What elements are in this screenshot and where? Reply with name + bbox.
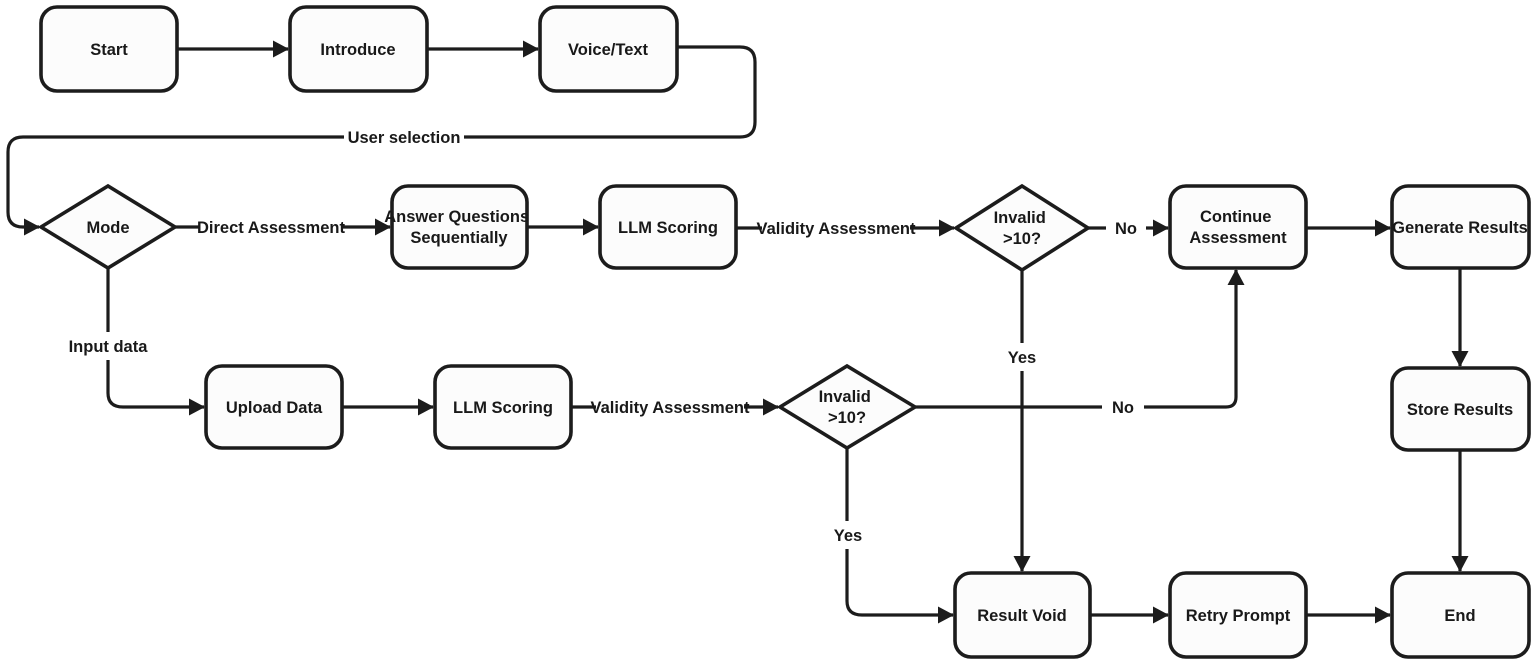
invalid-bottom-line2: >10? <box>828 409 866 427</box>
edge-label-text: No <box>1115 220 1137 238</box>
edge-invalid-bottom-resultvoid <box>845 448 954 624</box>
node-generate-results: Generate Results <box>1390 184 1531 270</box>
continue-assessment-box <box>1168 184 1308 270</box>
node-invalid-decision-top: Invalid >10? <box>952 183 1092 273</box>
edge-label-input-data: Input data <box>69 332 149 360</box>
result-void-box <box>953 571 1092 659</box>
end-box <box>1390 571 1531 659</box>
node-result-void: Result Void <box>953 571 1092 659</box>
node-store-results: Store Results <box>1390 366 1531 452</box>
answer-questions-box <box>390 184 529 270</box>
continue-assessment-line2: Assessment <box>1189 229 1287 247</box>
introduce-label: Introduce <box>320 41 395 59</box>
label-background <box>596 393 744 421</box>
retry-prompt-label: Retry Prompt <box>1186 607 1291 625</box>
invalid-top-label: Invalid >10? <box>994 204 1051 248</box>
voice-text-box <box>538 5 679 93</box>
label-background <box>344 123 464 151</box>
answer-questions-line1: Answer Questions <box>384 208 529 226</box>
store-results-label: Store Results <box>1407 401 1513 419</box>
generate-results-label: Generate Results <box>1392 219 1528 237</box>
edge-label-validity-assessment-bottom: Validity Assessment <box>591 393 750 421</box>
answer-questions-label: Answer Questions Sequentially <box>384 203 533 247</box>
node-end: End <box>1390 571 1531 659</box>
continue-assessment-line1: Continue <box>1200 208 1272 226</box>
edge-label-text: Yes <box>834 527 862 545</box>
edge-label-text: Yes <box>1008 349 1036 367</box>
result-void-label: Result Void <box>977 607 1067 625</box>
edge-label-text: User selection <box>348 129 461 147</box>
invalid-top-line2: >10? <box>1003 230 1041 248</box>
edge-label-user-selection: User selection <box>344 123 464 151</box>
edge-label-yes-bottom: Yes <box>829 521 867 549</box>
node-upload-data: Upload Data <box>204 364 344 450</box>
label-background <box>1106 214 1146 242</box>
llm-scoring-top-box <box>598 184 738 270</box>
edge-label-text: Validity Assessment <box>757 220 916 238</box>
llm-scoring-bottom-label: LLM Scoring <box>453 399 553 417</box>
start-box <box>39 5 179 93</box>
node-introduce: Introduce <box>288 5 429 93</box>
edge-label-yes-top: Yes <box>1003 343 1041 371</box>
end-label: End <box>1444 607 1475 625</box>
edge-labels: User selection Direct Assessment Validit… <box>69 123 1146 549</box>
node-answer-questions: Answer Questions Sequentially <box>384 184 533 270</box>
node-continue-assessment: Continue Assessment <box>1168 184 1308 270</box>
retry-prompt-box <box>1168 571 1308 659</box>
invalid-top-line1: Invalid <box>994 209 1046 227</box>
edge-label-text: Validity Assessment <box>591 399 750 417</box>
upload-data-label: Upload Data <box>226 399 323 417</box>
invalid-bottom-diamond <box>776 363 919 451</box>
answer-questions-line2: Sequentially <box>410 229 508 247</box>
generate-results-box <box>1390 184 1531 270</box>
edge-label-no-bottom: No <box>1102 393 1144 421</box>
edge-mode-upload <box>106 268 205 416</box>
edge-invalid-bottom-continue <box>915 269 1245 409</box>
store-results-box <box>1390 366 1531 452</box>
label-background <box>762 214 910 242</box>
start-label: Start <box>90 41 128 59</box>
label-background <box>200 213 343 241</box>
node-start: Start <box>39 5 179 93</box>
edge-label-direct-assessment: Direct Assessment <box>197 213 345 241</box>
edge-label-text: Input data <box>69 338 149 356</box>
voice-text-label: Voice/Text <box>568 41 649 59</box>
node-retry-prompt: Retry Prompt <box>1168 571 1308 659</box>
label-background <box>1102 393 1144 421</box>
node-llm-scoring-bottom: LLM Scoring <box>433 364 573 450</box>
mode-label: Mode <box>86 219 129 237</box>
node-llm-scoring-top: LLM Scoring <box>598 184 738 270</box>
introduce-box <box>288 5 429 93</box>
node-mode-decision: Mode <box>37 183 179 271</box>
node-voice-text: Voice/Text <box>538 5 679 93</box>
llm-scoring-bottom-box <box>433 364 573 450</box>
edge-label-validity-assessment-top: Validity Assessment <box>757 214 916 242</box>
edge-label-text: Direct Assessment <box>197 219 345 237</box>
invalid-bottom-line1: Invalid <box>819 388 871 406</box>
nodes: Start Introduce Voice/Text Mode Answer Q… <box>37 5 1531 659</box>
node-invalid-decision-bottom: Invalid >10? <box>776 363 919 451</box>
invalid-bottom-label: Invalid >10? <box>819 383 876 427</box>
label-background <box>829 521 867 549</box>
label-background <box>70 332 146 360</box>
mode-diamond <box>37 183 179 271</box>
label-background <box>1003 343 1041 371</box>
upload-data-box <box>204 364 344 450</box>
edge-label-text: No <box>1112 399 1134 417</box>
invalid-top-diamond <box>952 183 1092 273</box>
continue-assessment-label: Continue Assessment <box>1189 203 1287 247</box>
edges <box>6 40 1469 624</box>
edge-label-no-top: No <box>1106 214 1146 242</box>
llm-scoring-top-label: LLM Scoring <box>618 219 718 237</box>
